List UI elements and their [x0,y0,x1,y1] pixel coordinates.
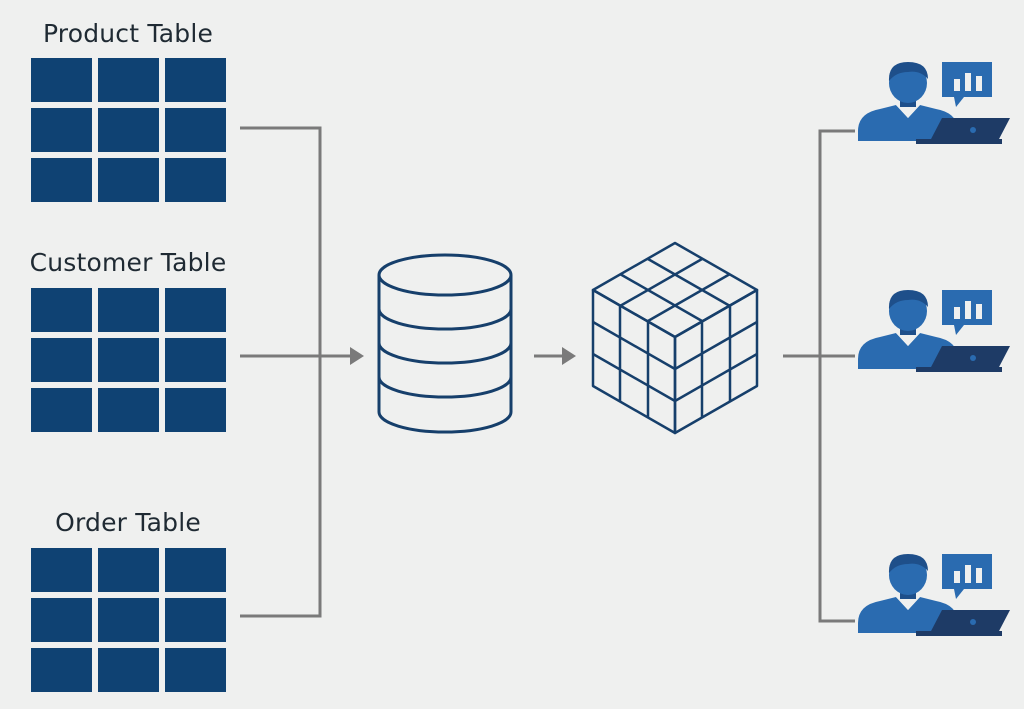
table-cell [98,108,159,152]
arrow-to-cube [562,347,576,365]
table-cell [31,388,92,432]
table-cell [98,598,159,642]
table-cell [98,58,159,102]
order-table-title: Order Table [55,508,201,537]
analyst-icon [858,62,1010,144]
table-cell [31,288,92,332]
analyst-icon [858,290,1010,372]
table-cell [31,648,92,692]
table-cell [98,548,159,592]
database-icon [377,253,513,434]
table-cell [31,338,92,382]
table-cell [165,158,226,202]
table-cell [98,648,159,692]
cube-icon [591,241,759,435]
table-cell [165,388,226,432]
table-cell [31,158,92,202]
table-cell [98,288,159,332]
table-cell [165,288,226,332]
table-cell [98,338,159,382]
table-cell [31,58,92,102]
table-cell [98,158,159,202]
table-cell [31,108,92,152]
product-table [31,58,226,202]
table-cell [165,598,226,642]
customer-table [31,288,226,432]
customer-table-title: Customer Table [29,248,227,277]
table-cell [31,548,92,592]
table-cell [165,108,226,152]
table-cell [165,338,226,382]
table-cell [165,58,226,102]
table-cell [31,598,92,642]
analyst-icon [858,554,1010,636]
order-table [31,548,226,692]
arrow-to-database [350,347,364,365]
table-cell [165,648,226,692]
table-cell [98,388,159,432]
source-bracket [240,126,322,618]
product-table-title: Product Table [42,19,214,48]
user-bracket [818,129,855,623]
table-cell [165,548,226,592]
